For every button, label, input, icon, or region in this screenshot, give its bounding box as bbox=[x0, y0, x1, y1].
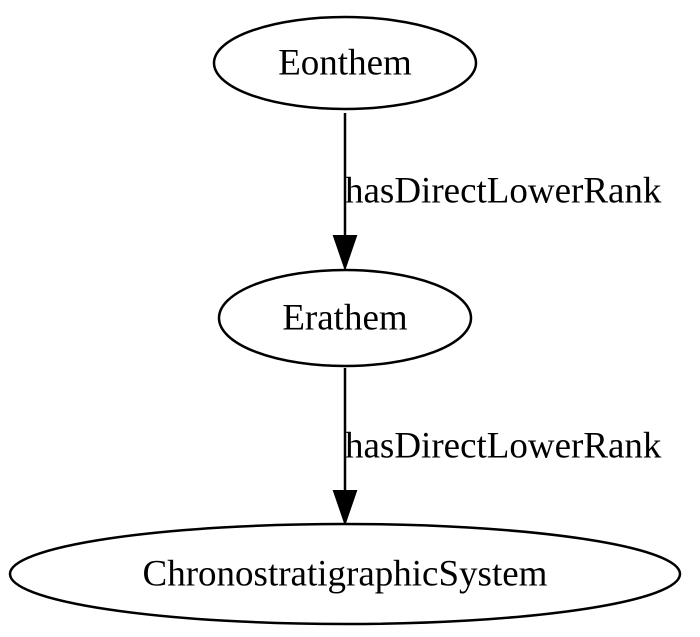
node-erathem-ellipse bbox=[217, 268, 473, 368]
node-eonthem-ellipse bbox=[212, 15, 478, 111]
node-chronostratigraphic-system-ellipse bbox=[8, 522, 682, 626]
edge-eonthem-to-erathem-label: hasDirectLowerRank bbox=[345, 171, 662, 212]
node-eonthem: Eonthem bbox=[212, 15, 478, 111]
edge-erathem-to-system-label: hasDirectLowerRank bbox=[345, 426, 662, 467]
node-eonthem-label: Eonthem bbox=[278, 43, 412, 84]
edge-erathem-to-system: hasDirectLowerRank bbox=[332, 368, 662, 527]
arrow-head-icon bbox=[332, 235, 358, 272]
node-erathem-label: Erathem bbox=[282, 298, 408, 339]
edge-eonthem-to-erathem: hasDirectLowerRank bbox=[332, 113, 662, 272]
node-erathem: Erathem bbox=[217, 268, 473, 368]
node-chronostratigraphic-system: ChronostratigraphicSystem bbox=[8, 522, 682, 626]
node-chronostratigraphic-system-label: ChronostratigraphicSystem bbox=[143, 554, 548, 595]
arrow-head-icon bbox=[332, 490, 358, 527]
